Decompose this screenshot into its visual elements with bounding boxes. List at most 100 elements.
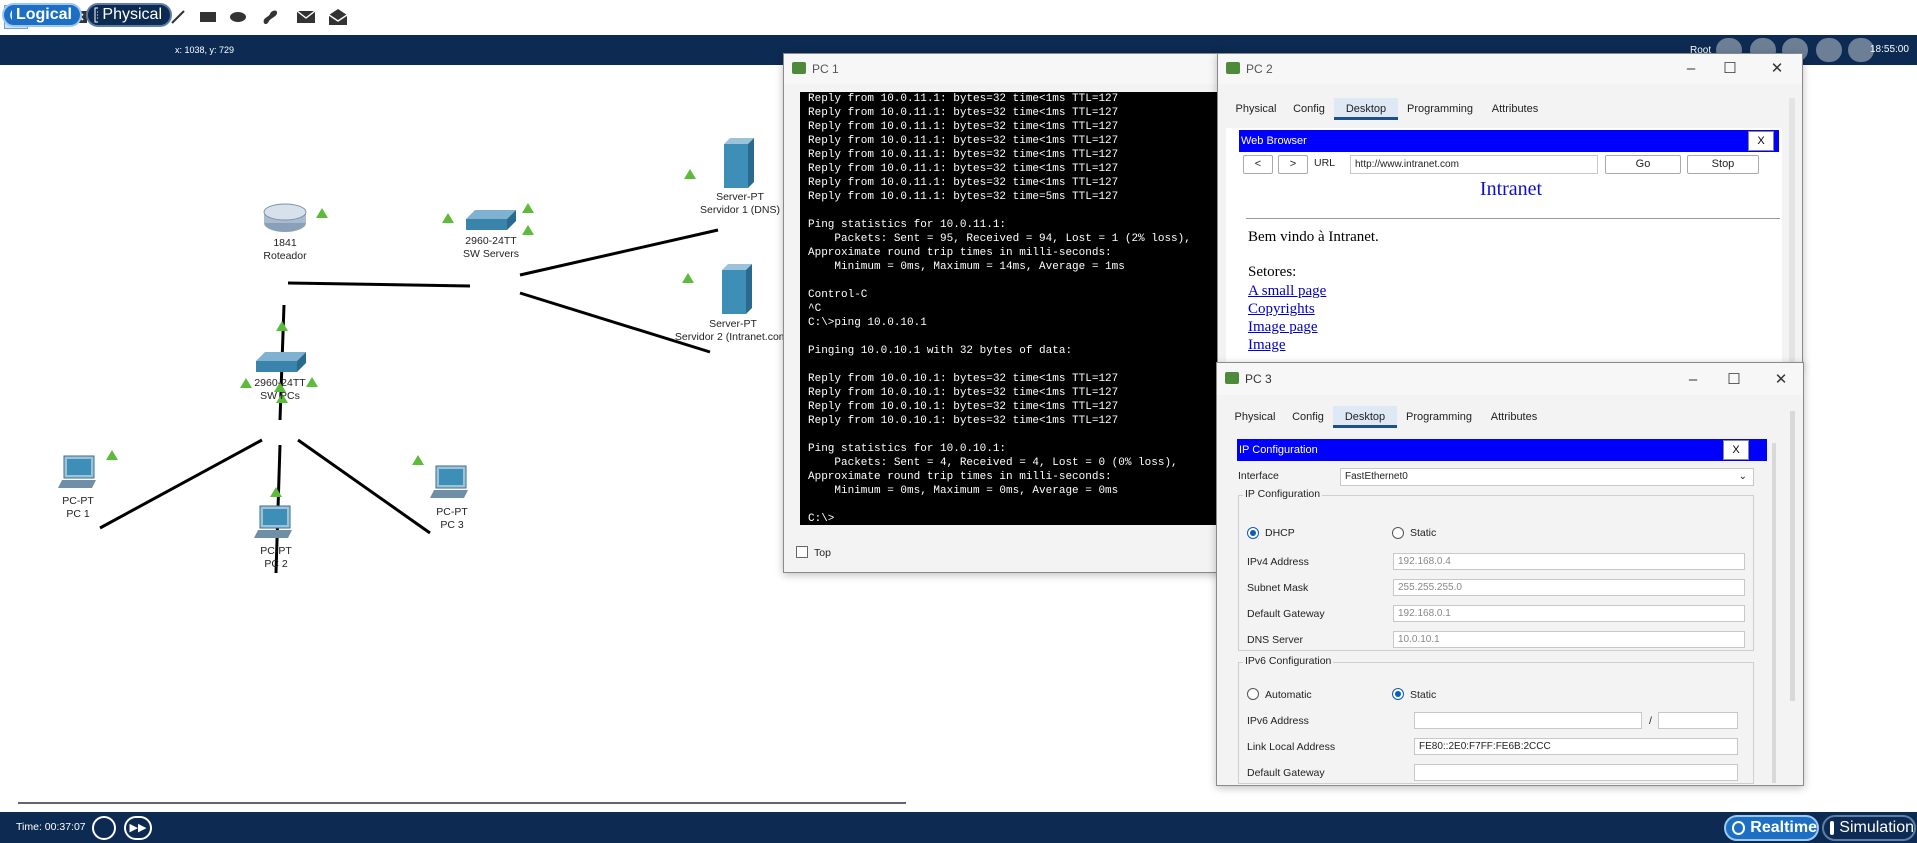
terminal-line: Ping statistics for 10.0.10.1: [808, 443, 1007, 455]
add-simple-pdu-icon[interactable] [294, 5, 318, 29]
pc3-titlebar[interactable]: PC 3 – ☐ ✕ [1217, 363, 1803, 395]
ipv6-prefix-field[interactable] [1658, 712, 1738, 729]
switch-icon[interactable] [255, 351, 307, 373]
link-local-field[interactable]: FE80::2E0:F7FF:FE6B:2CCC [1414, 738, 1738, 755]
simulation-label: Simulation [1839, 819, 1914, 836]
tab-desktop[interactable]: Desktop [1333, 406, 1397, 428]
default-gateway-field[interactable]: 192.168.0.1 [1393, 605, 1745, 622]
back-button[interactable]: < [1243, 155, 1273, 174]
terminal-line: Ping statistics for 10.0.11.1: [808, 219, 1007, 231]
link-router-swservers [287, 281, 471, 288]
close-icon[interactable]: ✕ [1774, 371, 1788, 388]
maximize-icon[interactable]: ☐ [1727, 371, 1741, 388]
static-radio[interactable] [1392, 527, 1404, 539]
stop-button[interactable]: Stop [1687, 155, 1759, 174]
tab-programming[interactable]: Programming [1406, 103, 1474, 115]
ip-config-close-button[interactable]: X [1723, 440, 1749, 460]
browser-close-button[interactable]: X [1748, 131, 1774, 151]
logical-mode-button[interactable]: Logical [2, 3, 82, 27]
ipv6-address-field[interactable] [1414, 712, 1642, 729]
inner-scrollbar[interactable] [1772, 443, 1776, 783]
terminal-line: Packets: Sent = 95, Received = 94, Lost … [808, 233, 1191, 245]
realtime-mode-button[interactable]: Realtime [1724, 815, 1819, 841]
dhcp-radio[interactable] [1247, 527, 1259, 539]
pc2-label: PC-PT PC 2 [260, 545, 292, 571]
interface-label: Interface [1238, 470, 1279, 482]
time-icon[interactable] [1848, 38, 1874, 62]
cursor-coordinates: x: 1038, y: 729 [175, 45, 235, 55]
link-small-page[interactable]: A small page [1248, 283, 1327, 299]
ipv6-static-radio[interactable] [1392, 688, 1404, 700]
physical-mode-button[interactable]: Physical [86, 3, 172, 27]
interface-value: FastEthernet0 [1345, 471, 1408, 482]
terminal-line: Approximate round trip times in milli-se… [808, 471, 1112, 483]
logical-mode-label: Logical [15, 6, 72, 23]
simulation-time: Time: 00:37:07 [16, 821, 86, 833]
server-icon[interactable] [720, 263, 754, 315]
minimize-icon[interactable]: – [1686, 60, 1696, 77]
go-button[interactable]: Go [1605, 155, 1681, 174]
scrollbar[interactable] [1790, 411, 1795, 701]
pc3-window[interactable]: PC 3 – ☐ ✕ Physical Config Desktop Progr… [1216, 362, 1804, 786]
tab-physical[interactable]: Physical [1235, 103, 1277, 115]
dns-server-field[interactable]: 10.0.10.1 [1393, 631, 1745, 648]
pc2-titlebar[interactable]: PC 2 – ☐ ✕ [1218, 54, 1802, 84]
forward-button[interactable]: > [1278, 155, 1308, 174]
tab-config[interactable]: Config [1293, 103, 1325, 115]
interface-select[interactable]: FastEthernet0 ⌄ [1340, 468, 1754, 486]
tab-config[interactable]: Config [1292, 411, 1324, 423]
server2-name: Servidor 2 (Intranet.com) [674, 331, 792, 343]
switch-icon[interactable] [465, 209, 517, 231]
main-toolbar [0, 0, 1917, 35]
ipv6-gateway-field[interactable] [1414, 764, 1738, 781]
command-prompt-terminal[interactable]: Reply from 10.0.11.1: bytes=32 time<1ms … [800, 92, 1220, 525]
url-input[interactable]: http://www.intranet.com [1350, 155, 1598, 174]
scenario-scrollbar[interactable] [18, 802, 906, 804]
ipv4-group-label: IP Configuration [1243, 488, 1323, 500]
link-image-page[interactable]: Image page [1248, 319, 1318, 335]
link-image[interactable]: Image [1248, 337, 1286, 353]
pc-icon[interactable] [58, 455, 98, 491]
link-swservers-server1 [519, 228, 719, 277]
top-checkbox[interactable] [796, 546, 808, 558]
minimize-icon[interactable]: – [1688, 371, 1698, 388]
tab-physical[interactable]: Physical [1234, 411, 1276, 423]
viewport-icon[interactable] [1816, 38, 1842, 62]
terminal-line: Reply from 10.0.11.1: bytes=32 time<1ms … [808, 149, 1119, 161]
power-cycle-icon[interactable] [92, 816, 116, 840]
simulation-mode-button[interactable]: Simulation [1822, 815, 1916, 841]
line-icon[interactable] [166, 5, 190, 29]
automatic-radio[interactable] [1247, 688, 1259, 700]
terminal-line: Packets: Sent = 4, Received = 4, Lost = … [808, 457, 1178, 469]
pc-icon[interactable] [254, 505, 294, 541]
pc1-window[interactable]: PC 1 Reply from 10.0.11.1: bytes=32 time… [783, 53, 1225, 573]
subnet-mask-field[interactable]: 255.255.255.0 [1393, 579, 1745, 596]
pc1-titlebar[interactable]: PC 1 [784, 54, 1224, 84]
terminal-line: Minimum = 0ms, Maximum = 0ms, Average = … [808, 485, 1119, 497]
chevron-down-icon: ⌄ [1738, 471, 1747, 482]
server-icon[interactable] [722, 137, 756, 189]
pc-icon[interactable] [430, 465, 470, 501]
ellipse-icon[interactable] [226, 5, 250, 29]
router-icon[interactable] [262, 203, 308, 233]
terminal-line: Reply from 10.0.10.1: bytes=32 time<1ms … [808, 415, 1119, 427]
tab-attributes[interactable]: Attributes [1490, 411, 1538, 423]
port-server2 [682, 273, 694, 283]
tab-desktop[interactable]: Desktop [1334, 98, 1398, 120]
tab-attributes[interactable]: Attributes [1491, 103, 1539, 115]
terminal-line: Reply from 10.0.11.1: bytes=32 time=5ms … [808, 191, 1119, 203]
maximize-icon[interactable]: ☐ [1723, 60, 1737, 77]
ipv6-gateway-label: Default Gateway [1247, 767, 1325, 779]
fast-forward-icon[interactable]: ▶▶ [124, 816, 152, 840]
add-complex-pdu-icon[interactable] [326, 5, 350, 29]
ipv4-address-field[interactable]: 192.168.0.4 [1393, 553, 1745, 570]
pc2-window[interactable]: PC 2 – ☐ ✕ Physical Config Desktop Progr… [1217, 53, 1803, 367]
rectangle-icon[interactable] [196, 5, 220, 29]
close-icon[interactable]: ✕ [1770, 60, 1784, 77]
prefix-separator: / [1649, 715, 1652, 727]
freeform-icon[interactable] [258, 5, 282, 29]
terminal-line: Control-C [808, 289, 868, 301]
link-copyrights[interactable]: Copyrights [1248, 301, 1315, 317]
tab-programming[interactable]: Programming [1405, 411, 1473, 423]
scrollbar[interactable] [1789, 98, 1795, 364]
